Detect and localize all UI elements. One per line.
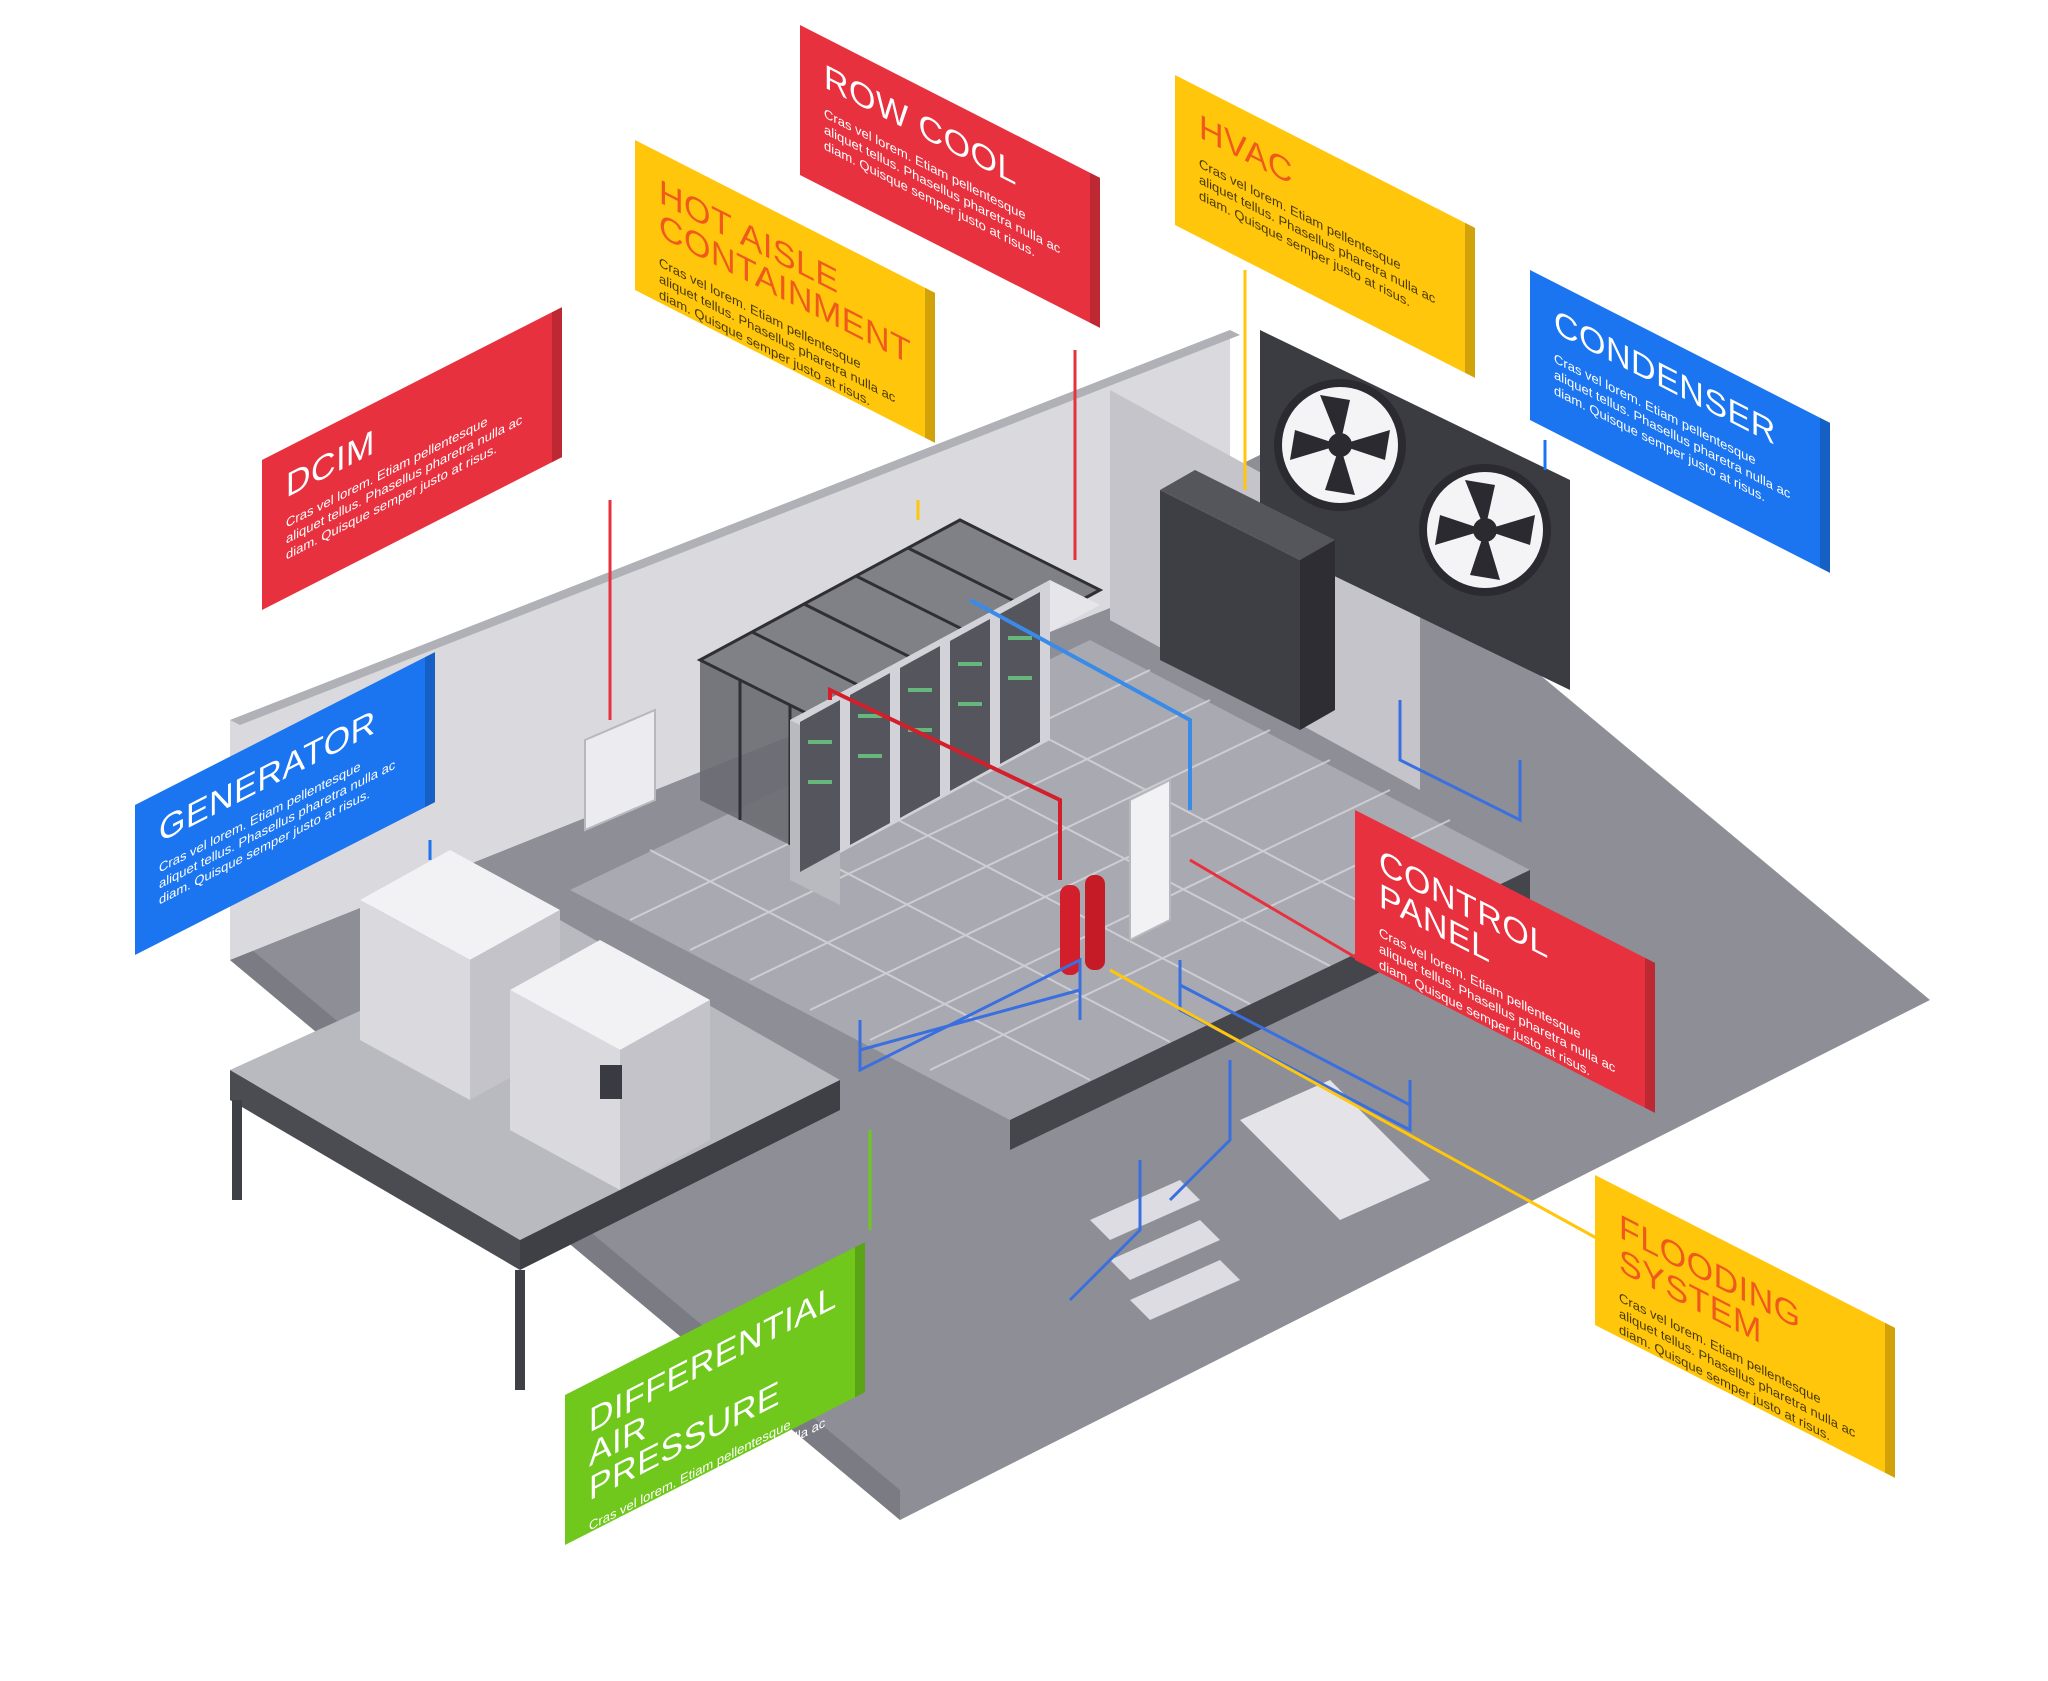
stair-landing: [1240, 1080, 1430, 1220]
pipe-red: [828, 686, 1062, 880]
leader-lines: [428, 270, 1601, 1242]
server-rack-leds: [808, 636, 1032, 784]
wall-top-edge: [230, 330, 1240, 725]
fire-cylinder: [1060, 885, 1080, 975]
server-floor: [570, 640, 1530, 1120]
generator-unit: [510, 940, 710, 1190]
generator-platform-edge-right: [520, 1080, 840, 1270]
hvac-cabinet-top: [1160, 470, 1335, 560]
generator-platform-edge: [230, 1070, 520, 1270]
control-cabinet: [1129, 778, 1171, 942]
stairs: [1090, 1180, 1240, 1320]
fire-cylinder: [1085, 875, 1105, 970]
platform-leg: [515, 1270, 525, 1390]
railings: [858, 700, 1522, 1302]
platform-leg: [232, 1100, 242, 1200]
hot-aisle-roof: [700, 520, 1100, 730]
pipe-blue: [969, 598, 1192, 810]
fan-blades: [1290, 395, 1535, 580]
hvac-cabinet-front: [1160, 490, 1300, 730]
hvac-cabinet-side: [1300, 540, 1335, 730]
dcim-box: [584, 708, 656, 832]
